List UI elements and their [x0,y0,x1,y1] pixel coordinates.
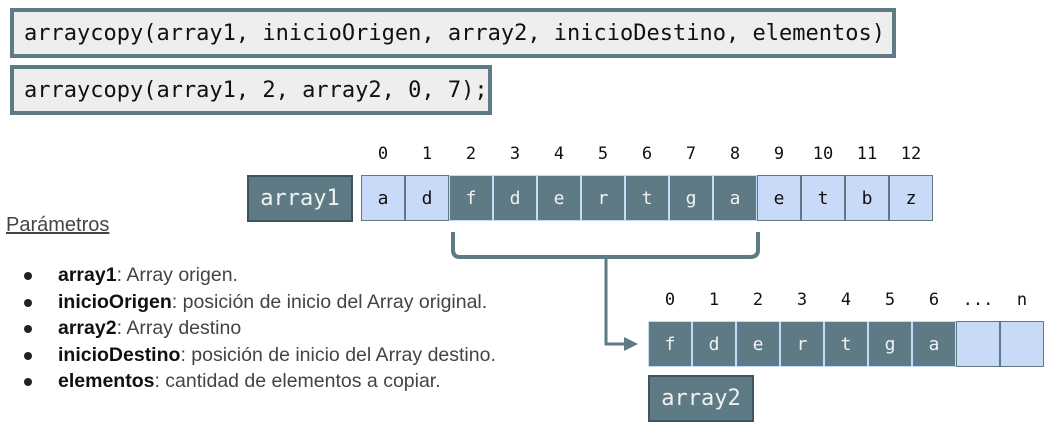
param-item: inicioDestino: posición de inicio del Ar… [14,342,496,369]
array2-label: array2 [661,386,741,411]
array-cell: f [648,321,692,367]
array-cell: z [889,175,933,221]
array-index: 6 [641,144,653,164]
param-desc: : posición de inicio del Array original. [171,290,488,313]
signature-code-box: arraycopy(array1, inicioOrigen, array2, … [10,8,896,58]
array-cell: a [912,321,956,367]
param-name: array1 [58,264,117,286]
call-code-box: arraycopy(array1, 2, array2, 0, 7); [10,65,492,115]
param-item: array2: Array destino [14,315,496,342]
array-index: 5 [884,290,896,310]
param-desc: : Array destino [116,317,242,339]
array-index: 8 [729,144,741,164]
array-index: 7 [685,144,697,164]
param-item: elementos: cantidad de elementos a copia… [14,368,496,395]
array-cell: g [868,321,912,367]
array1-label: array1 [260,186,340,211]
array-cell: r [581,175,625,221]
array-cell [956,321,1000,367]
array-cell: f [449,175,493,221]
array-cell: r [780,321,824,367]
param-item: inicioOrigen: posición de inicio del Arr… [14,289,496,316]
array-cell: t [625,175,669,221]
param-desc: : cantidad de elementos a copiar. [154,370,441,392]
param-item: array1: Array origen. [14,262,496,289]
array-cell: g [669,175,713,221]
array-index: 9 [773,144,785,164]
array-index: 3 [509,144,521,164]
array-index: n [1016,290,1028,310]
param-name: inicioOrigen [58,290,172,313]
array-cell: d [692,321,736,367]
array-index: 0 [664,290,676,310]
param-name: inicioDestino [58,343,181,366]
params-title: Parámetros [6,214,110,236]
array-cell: b [845,175,889,221]
array-cell: d [493,175,537,221]
call-text: arraycopy(array1, 2, array2, 0, 7); [24,77,488,103]
array-index: ... [962,290,994,310]
array-index: 1 [708,290,720,310]
param-desc: : posición de inicio del Array destino. [180,343,496,366]
array-index: 4 [553,144,565,164]
array-index: 0 [377,144,389,164]
array-index: 5 [597,144,609,164]
array-index: 2 [752,290,764,310]
array-index: 10 [812,144,834,164]
array-cell: t [824,321,868,367]
array-index: 2 [465,144,477,164]
array-index: 4 [840,290,852,310]
array-cell: e [537,175,581,221]
array-cell: e [736,321,780,367]
array-index: 1 [421,144,433,164]
param-name: array2 [58,317,117,339]
array2-label-box: array2 [648,375,754,422]
param-name: elementos [58,370,155,392]
array-cell: e [757,175,801,221]
array1-label-box: array1 [247,175,353,222]
array-index: 12 [900,144,922,164]
copy-arrow-line [604,257,627,346]
array-index: 3 [796,290,808,310]
array-cell: t [801,175,845,221]
copy-bracket [451,232,760,259]
array-index: 11 [856,144,878,164]
param-desc: : Array origen. [116,264,238,286]
signature-text: arraycopy(array1, inicioOrigen, array2, … [24,20,885,46]
array-cell: a [713,175,757,221]
array-cell: d [405,175,449,221]
params-list: array1: Array origen. inicioOrigen: posi… [14,262,496,395]
array-cell [1000,321,1044,367]
array-index: 6 [928,290,940,310]
copy-arrow-head [624,337,638,351]
array-cell: a [361,175,405,221]
